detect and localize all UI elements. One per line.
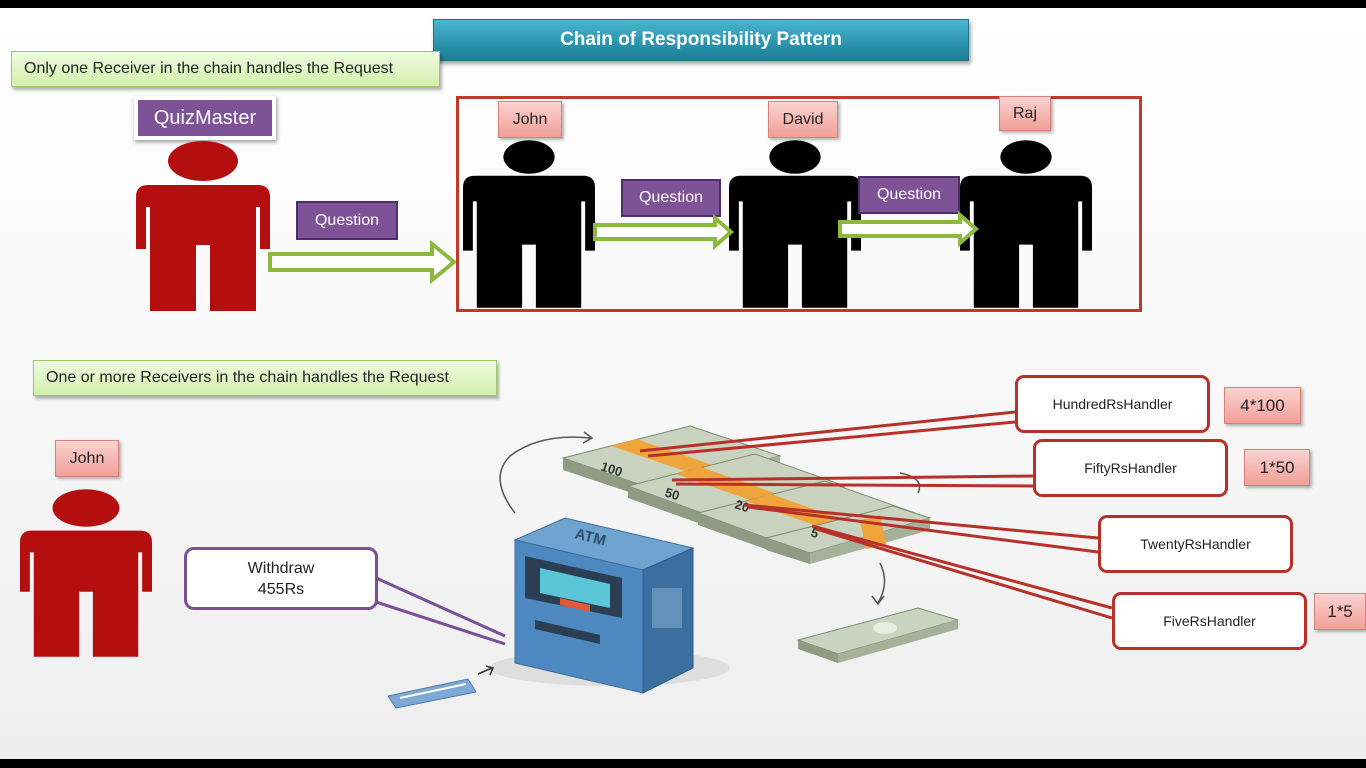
dispensed-money — [796, 607, 960, 663]
raj-person-icon — [960, 140, 1092, 308]
receiver-tag-david: David — [768, 101, 838, 138]
quizmaster-label: QuizMaster — [138, 100, 272, 136]
withdraw-amount: 455Rs — [257, 580, 305, 598]
arrow-right-icon — [838, 210, 980, 248]
note-label-5: 5 — [809, 525, 821, 542]
page-title: Chain of Responsibility Pattern — [433, 19, 969, 61]
question-tag-2: Question — [621, 179, 721, 217]
atm-illustration: 100 50 20 5 — [375, 410, 1113, 709]
quizmaster-person-icon — [136, 141, 270, 311]
atm-machine-icon: ATM — [490, 517, 730, 694]
withdraw-callout: Withdraw 455Rs — [184, 547, 378, 610]
section1-note: Only one Receiver in the chain handles t… — [11, 51, 440, 87]
section2-note: One or more Receivers in the chain handl… — [33, 360, 497, 396]
withdraw-line1: Withdraw — [247, 559, 315, 577]
receiver-tag-raj: Raj — [999, 96, 1051, 131]
result-five: 1*5 — [1314, 593, 1366, 630]
note-label-20: 20 — [733, 497, 751, 516]
question-tag-3: Question — [858, 176, 960, 214]
handler-twenty: TwentyRsHandler — [1098, 515, 1293, 573]
quizmaster-tag: QuizMaster — [134, 96, 276, 140]
handler-hundred: HundredRsHandler — [1015, 375, 1210, 433]
arrow-right-icon — [268, 239, 458, 285]
slide: Chain of Responsibility Pattern Only one… — [0, 8, 1366, 759]
david-person-icon — [729, 140, 861, 308]
result-fifty: 1*50 — [1244, 449, 1310, 486]
john-sender-person-icon — [20, 489, 152, 657]
result-hundred: 4*100 — [1224, 387, 1301, 424]
sender-tag-john: John — [55, 440, 119, 477]
receiver-tag-john: John — [498, 101, 562, 138]
chain-box — [456, 96, 1142, 312]
john-person-icon — [463, 140, 595, 308]
note-label-100: 100 — [599, 459, 624, 480]
bank-card-icon — [387, 665, 495, 709]
question-tag-1: Question — [296, 201, 398, 240]
note-label-50: 50 — [663, 485, 681, 504]
arrow-right-icon — [593, 213, 735, 251]
handler-five: FiveRsHandler — [1112, 592, 1307, 650]
handler-fifty: FiftyRsHandler — [1033, 439, 1228, 497]
